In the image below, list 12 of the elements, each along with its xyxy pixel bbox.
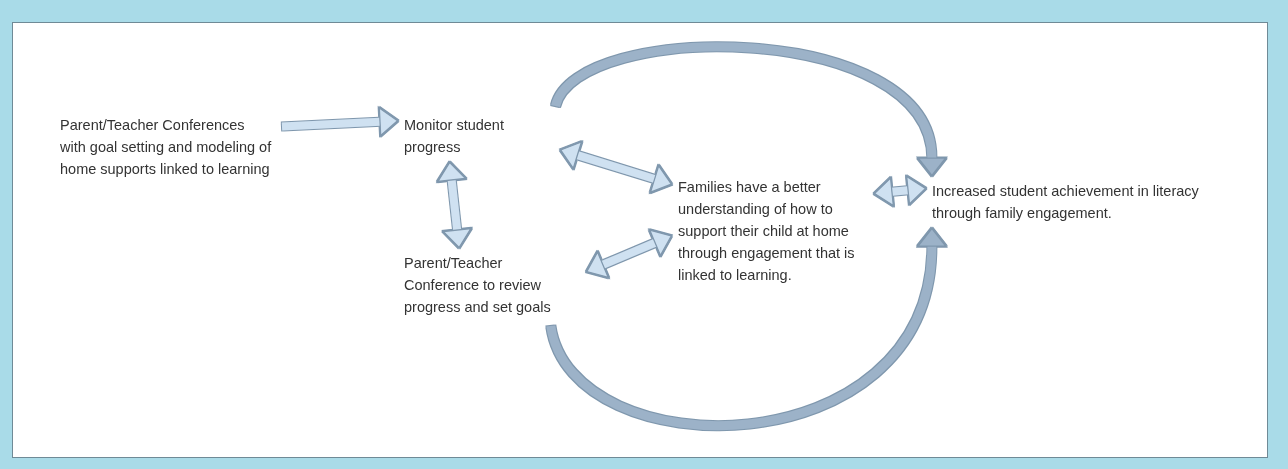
block-arrow [281, 107, 399, 137]
block-arrow [560, 141, 672, 193]
node-text: Families have a better understanding of how to support their child at home through engagement that is linked to learning. [678, 178, 856, 285]
node-text: Parent/Teacher Conferences with goal setting and modeling of home supports linked to learning [60, 116, 272, 179]
block-arrow [873, 175, 927, 207]
block-arrow [437, 161, 472, 249]
node-text: Monitor student progress [404, 116, 505, 157]
node-text: Increased student achievement in literacy through family engagement. [932, 182, 1200, 223]
block-arrow [586, 229, 672, 279]
block-arrow [546, 228, 947, 430]
node-text: Parent/Teacher Conference to review progress and set goals [404, 254, 552, 317]
block-arrow [551, 42, 946, 176]
